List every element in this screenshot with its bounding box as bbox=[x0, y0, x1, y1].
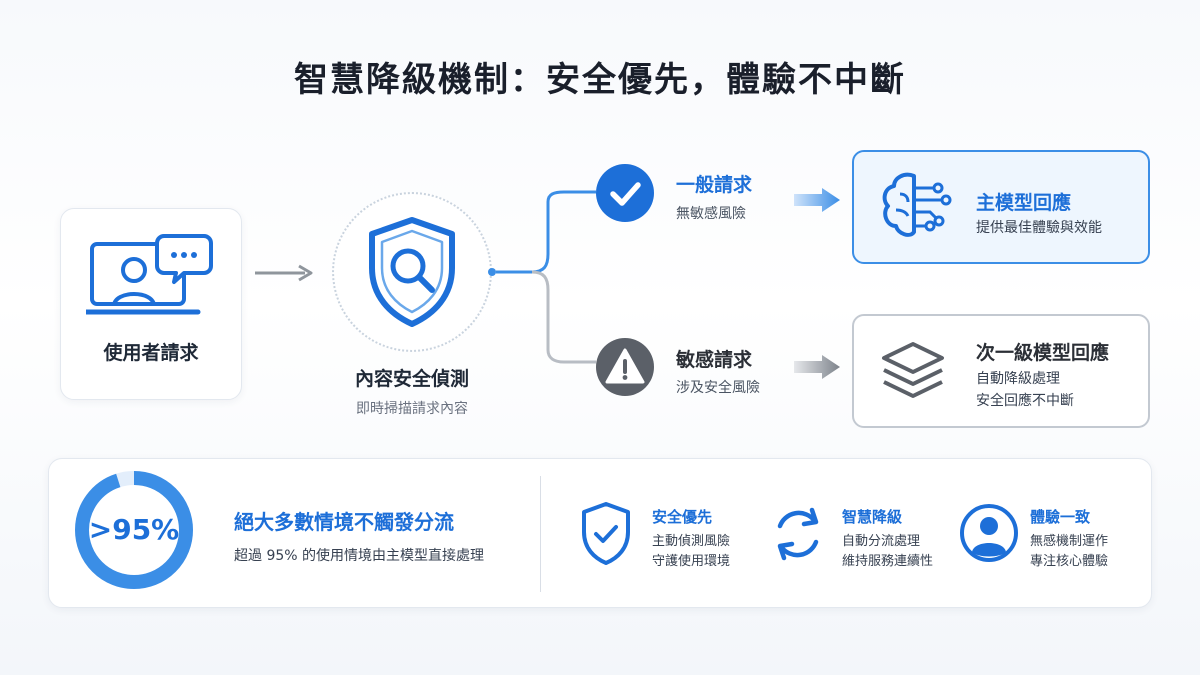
secondary-model-title: 次一級模型回應 bbox=[976, 342, 1110, 364]
user-circle-icon bbox=[960, 504, 1018, 562]
sensitive-request-title: 敏感請求 bbox=[676, 349, 753, 371]
feature-title: 智慧降級 bbox=[842, 508, 903, 526]
shield-search-icon bbox=[369, 217, 455, 327]
warning-icon bbox=[605, 348, 645, 384]
secondary-model-card bbox=[852, 314, 1150, 428]
percent-ring bbox=[75, 471, 193, 589]
feature-line: 自動分流處理 bbox=[842, 534, 921, 549]
arrow-right-icon bbox=[794, 355, 840, 379]
feature-line: 維持服務連續性 bbox=[842, 554, 934, 569]
normal-request-subtitle: 無敏感風險 bbox=[676, 206, 746, 222]
normal-request-title: 一般請求 bbox=[676, 174, 753, 196]
branch-connector bbox=[488, 190, 596, 364]
feature-line: 守護使用環境 bbox=[652, 554, 731, 569]
layers-icon bbox=[882, 342, 944, 398]
feature-line: 無感機制運作 bbox=[1030, 534, 1109, 549]
refresh-cycle-icon bbox=[777, 507, 819, 561]
stat-subtitle: 超過 95% 的使用情境由主模型直接處理 bbox=[234, 548, 485, 564]
check-badge bbox=[596, 164, 654, 222]
panel-divider bbox=[540, 476, 541, 592]
check-icon bbox=[610, 182, 641, 206]
stat-title: 絕大多數情境不觸發分流 bbox=[234, 510, 454, 534]
detection-subtitle: 即時掃描請求內容 bbox=[356, 401, 468, 417]
percent-ring-fill bbox=[75, 471, 193, 589]
secondary-model-line1: 自動降級處理 bbox=[976, 371, 1060, 387]
shield-check-icon bbox=[582, 502, 630, 565]
warning-badge bbox=[596, 338, 654, 396]
primary-model-title: 主模型回應 bbox=[976, 192, 1072, 214]
percent-value: >95% bbox=[88, 513, 180, 546]
summary-panel bbox=[48, 458, 1152, 608]
primary-model-card bbox=[852, 150, 1150, 264]
feature-line: 專注核心體驗 bbox=[1030, 554, 1109, 569]
page-title: 智慧降級機制：安全優先，體驗不中斷 bbox=[294, 60, 906, 100]
feature-line: 主動偵測風險 bbox=[652, 534, 731, 549]
feature-title: 體驗一致 bbox=[1030, 508, 1091, 526]
user-request-label: 使用者請求 bbox=[103, 342, 199, 364]
user-laptop-chat-icon bbox=[86, 234, 213, 315]
feature-title: 安全優先 bbox=[652, 508, 713, 526]
secondary-model-line2: 安全回應不中斷 bbox=[976, 393, 1074, 409]
detection-title: 內容安全偵測 bbox=[354, 368, 469, 390]
primary-model-subtitle: 提供最佳體驗與效能 bbox=[976, 220, 1102, 236]
sensitive-request-subtitle: 涉及安全風險 bbox=[676, 380, 760, 396]
arrow-right-icon bbox=[255, 264, 313, 282]
arrow-right-icon bbox=[794, 188, 840, 212]
brain-circuit-icon bbox=[882, 172, 952, 237]
